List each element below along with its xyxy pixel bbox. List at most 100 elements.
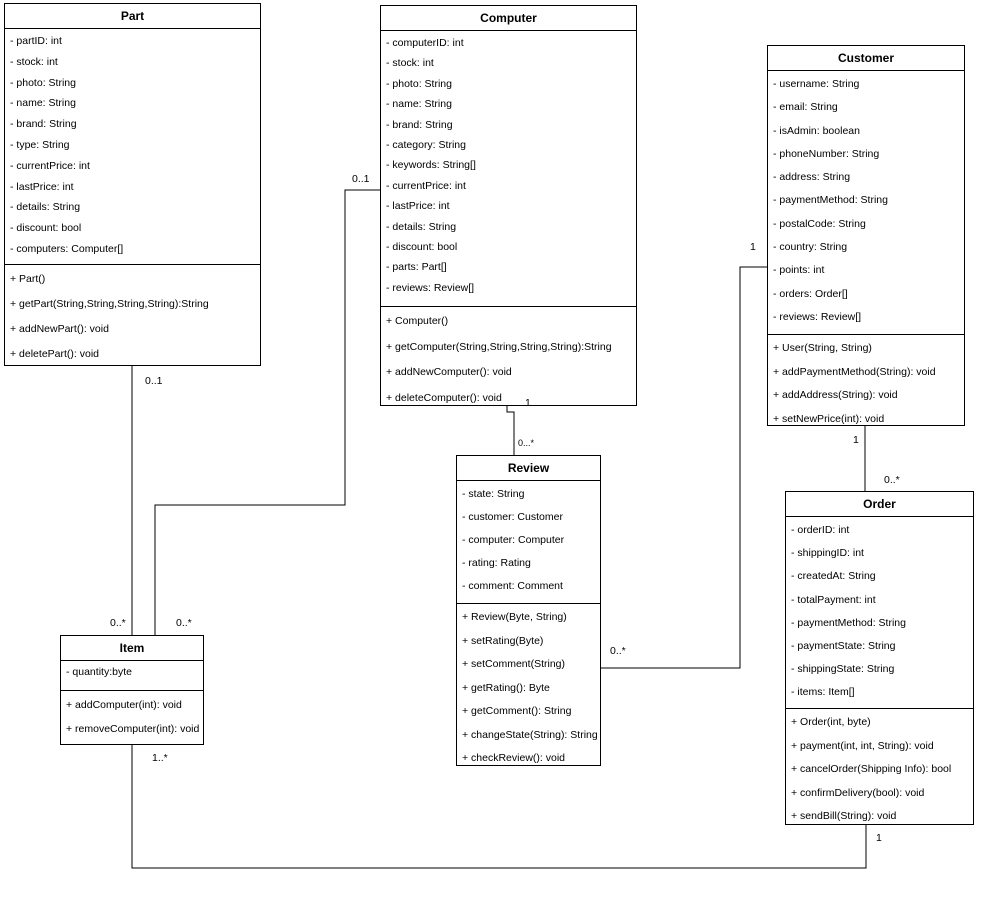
class-part[interactable]: Part - partID: int - stock: int - photo:… [4,3,261,366]
attribute: - email: String [773,101,838,114]
attribute-list: - username: String - email: String - isA… [768,71,964,335]
multiplicity-label: 0..1 [145,375,163,387]
attribute: - comment: Comment [462,580,563,592]
operation: + Computer() [386,315,449,327]
attribute: - discount: bool [386,241,458,254]
operation: + getComputer(String,String,String,Strin… [386,340,612,353]
attribute: - type: String [10,138,70,151]
operation: + Part() [10,273,46,285]
attribute: - lastPrice: int [10,180,74,193]
operation: + getComment(): String [462,705,572,717]
attribute: - items: Item[] [791,686,855,699]
operation-list: + Computer() + getComputer(String,String… [381,307,636,414]
operation: + setRating(Byte) [462,634,544,647]
operation: + sendBill(String): void [791,810,897,822]
attribute-list: - state: String - customer: Customer - c… [457,481,600,604]
operation-list: + Review(Byte, String) + setRating(Byte)… [457,604,600,774]
attribute: - photo: String [10,76,76,89]
class-review[interactable]: Review - state: String - customer: Custo… [456,455,601,766]
multiplicity-label: 1 [853,434,859,446]
operation: + User(String, String) [773,342,872,354]
operation: + deleteComputer(): void [386,391,502,404]
operation: + Order(int, byte) [791,716,871,728]
attribute: - keywords: String[] [386,159,476,172]
multiplicity-label: 0..* [110,617,126,629]
attribute: - paymentState: String [791,640,896,653]
attribute: - totalPayment: int [791,593,876,606]
attribute: - lastPrice: int [386,200,450,213]
operation: + getRating(): Byte [462,681,550,694]
attribute: - customer: Customer [462,511,563,523]
class-name: Computer [381,6,636,31]
multiplicity-label: 0..* [176,617,192,629]
operation-list: + addComputer(int): void + removeCompute… [61,691,203,744]
multiplicity-label: 0..1 [352,173,370,185]
attribute: - phoneNumber: String [773,147,880,160]
attribute: - computerID: int [386,37,464,49]
class-order[interactable]: Order - orderID: int - shippingID: int -… [785,491,974,825]
attribute: - details: String [10,201,81,214]
attribute: - username: String [773,78,860,90]
operation: + addNewComputer(): void [386,366,512,378]
operation: + confirmDelivery(bool): void [791,786,925,799]
multiplicity-label: 1 [750,241,756,253]
class-customer[interactable]: Customer - username: String - email: Str… [767,45,965,426]
attribute: - currentPrice: int [386,179,466,192]
attribute: - rating: Rating [462,557,531,569]
operation: + checkReview(): void [462,752,565,764]
attribute: - reviews: Review[] [773,310,862,323]
attribute: - name: String [10,97,76,110]
multiplicity-label: 1 [525,397,531,409]
class-computer[interactable]: Computer - computerID: int - stock: int … [380,5,637,406]
operation-list: + User(String, String) + addPaymentMetho… [768,335,964,434]
operation: + addNewPart(): void [10,323,109,335]
multiplicity-label: 1..* [152,752,168,764]
attribute: - photo: String [386,77,452,90]
attribute: - shippingID: int [791,547,864,560]
class-name: Customer [768,46,964,71]
multiplicity-label: 1 [876,832,882,844]
attribute: - brand: String [386,118,453,131]
attribute: - reviews: Review[] [386,281,475,294]
attribute: - computer: Computer [462,534,565,546]
attribute-list: - orderID: int - shippingID: int - creat… [786,517,973,709]
attribute: - country: String [773,241,848,254]
attribute: - details: String [386,220,457,233]
association-item-order [131,744,867,869]
multiplicity-label: 0..* [610,645,626,657]
class-item[interactable]: Item - quantity:byte + addComputer(int):… [60,635,204,745]
attribute: - currentPrice: int [10,159,90,172]
class-name: Review [457,456,600,481]
attribute: - computers: Computer[] [10,242,124,255]
multiplicity-label: 0..* [884,474,900,486]
operation-list: + Part() + getPart(String,String,String,… [5,265,260,370]
class-name: Order [786,492,973,517]
attribute: - stock: int [10,55,58,68]
attribute: - partID: int [10,35,62,47]
attribute: - orderID: int [791,524,850,536]
attribute: - paymentMethod: String [773,194,888,207]
multiplicity-label: 0...* [518,438,535,448]
operation: + Review(Byte, String) [462,611,567,623]
operation: + payment(int, int, String): void [791,739,934,752]
operation: + setNewPrice(int): void [773,412,885,425]
attribute: - name: String [386,98,452,111]
operation-list: + Order(int, byte) + payment(int, int, S… [786,709,973,832]
attribute-list: - partID: int - stock: int - photo: Stri… [5,29,260,265]
attribute: - address: String [773,171,851,184]
operation: + addAddress(String): void [773,389,898,401]
attribute: - points: int [773,264,825,277]
operation: + deletePart(): void [10,348,100,360]
attribute: - createdAt: String [791,570,876,583]
operation: + addPaymentMethod(String): void [773,365,936,378]
attribute: - orders: Order[] [773,287,848,300]
attribute: - shippingState: String [791,663,895,676]
class-name: Item [61,636,203,661]
attribute: - category: String [386,139,466,152]
attribute-list: - quantity:byte [61,661,203,691]
operation: + cancelOrder(Shipping Info): bool [791,763,952,775]
operation: + setComment(String) [462,658,565,670]
operation: + changeState(String): String [462,728,598,741]
operation: + addComputer(int): void [66,699,182,711]
